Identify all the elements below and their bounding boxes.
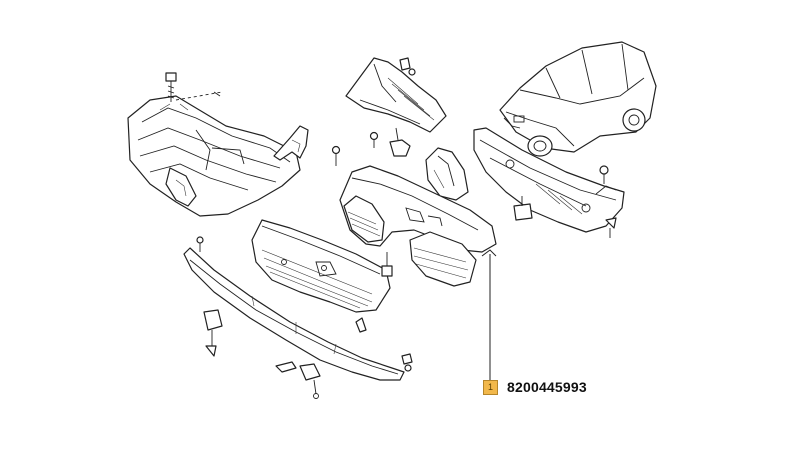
spoiler-clips xyxy=(196,236,413,372)
spoiler-bracket-left xyxy=(203,309,223,357)
cowl-panel-right xyxy=(473,127,625,233)
lower-grille-clip xyxy=(355,252,393,333)
grille-bracket xyxy=(273,125,309,161)
part-callout: 1 8200445993 xyxy=(483,379,587,395)
reference-car xyxy=(499,41,657,157)
front-grille-assembly xyxy=(339,165,497,287)
spoiler-bracket-right xyxy=(275,361,321,399)
upper-grille-bolt xyxy=(165,72,223,102)
cowl-right-fasteners xyxy=(513,165,617,238)
cowl-clip xyxy=(369,127,411,157)
lower-grille xyxy=(251,219,391,313)
upper-grille xyxy=(127,95,301,217)
grille-screw xyxy=(331,145,341,166)
air-intake-duct xyxy=(425,147,469,201)
lower-spoiler xyxy=(183,247,405,381)
callout-leader-head xyxy=(481,249,497,257)
cowl-screw-top xyxy=(399,57,416,76)
part-callout-badge: 1 xyxy=(483,379,498,395)
part-number-label[interactable]: 8200445993 xyxy=(507,379,587,395)
cowl-panel-left xyxy=(345,57,447,133)
